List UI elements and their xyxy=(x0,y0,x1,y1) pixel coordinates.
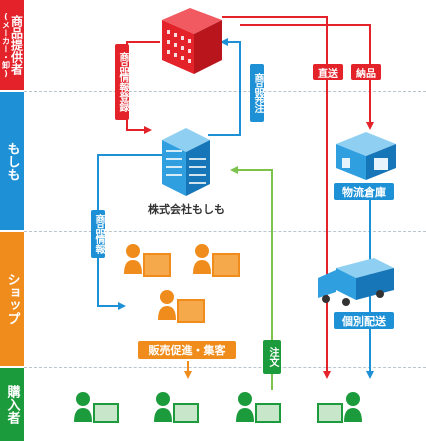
lane-divider-3 xyxy=(24,367,426,368)
shop-owner-icon xyxy=(193,244,240,277)
lane-buyer: 購入者 xyxy=(0,368,24,441)
flow-order-to-maker xyxy=(208,38,241,136)
lane-moshimo-title: もしも xyxy=(4,141,20,181)
warehouse-icon xyxy=(336,132,396,180)
factory-building-icon xyxy=(162,8,222,74)
tag-product-registration: 商品情報登録 xyxy=(115,44,129,120)
tag-customer-order: 注文 xyxy=(263,340,281,374)
tag-product-info: 商品情報 xyxy=(91,210,105,258)
shop-owner-icon xyxy=(158,290,205,323)
lane-moshimo: もしも xyxy=(0,92,24,230)
lane-maker-title: 商品提供者 xyxy=(9,15,24,75)
shopper-icon xyxy=(236,392,281,423)
shopper-icon xyxy=(154,392,199,423)
flow-registration xyxy=(126,41,160,134)
shop-owner-icon xyxy=(124,244,171,277)
shopper-icon xyxy=(74,392,119,423)
truck-icon xyxy=(318,258,394,306)
lane-divider-2 xyxy=(24,231,426,232)
lane-maker-subtitle: (メーカー・卸) xyxy=(1,12,11,78)
lane-buyer-title: 購入者 xyxy=(4,385,20,424)
flow-product-info xyxy=(97,154,162,310)
lane-divider-1 xyxy=(24,91,426,92)
delivery-label: 個別配送 xyxy=(334,312,394,329)
tag-direct-ship: 直送 xyxy=(313,64,343,80)
flow-delivery xyxy=(240,24,374,130)
flow-customer-order xyxy=(230,166,273,390)
tag-product-order: 商品発注 xyxy=(250,64,264,122)
lane-shop: ショップ xyxy=(0,232,24,366)
promotion-label: 販売促進・集客 xyxy=(138,341,236,359)
office-building-icon xyxy=(162,128,210,196)
flow-direct-ship xyxy=(222,16,331,379)
warehouse-label: 物流倉庫 xyxy=(334,183,394,200)
lane-maker: 商品提供者 (メーカー・卸) xyxy=(0,0,24,90)
company-name: 株式会社もしも xyxy=(148,203,225,216)
shopper-icon xyxy=(317,392,362,423)
lane-shop-title: ショップ xyxy=(4,273,20,325)
tag-delivery: 納品 xyxy=(351,64,381,80)
